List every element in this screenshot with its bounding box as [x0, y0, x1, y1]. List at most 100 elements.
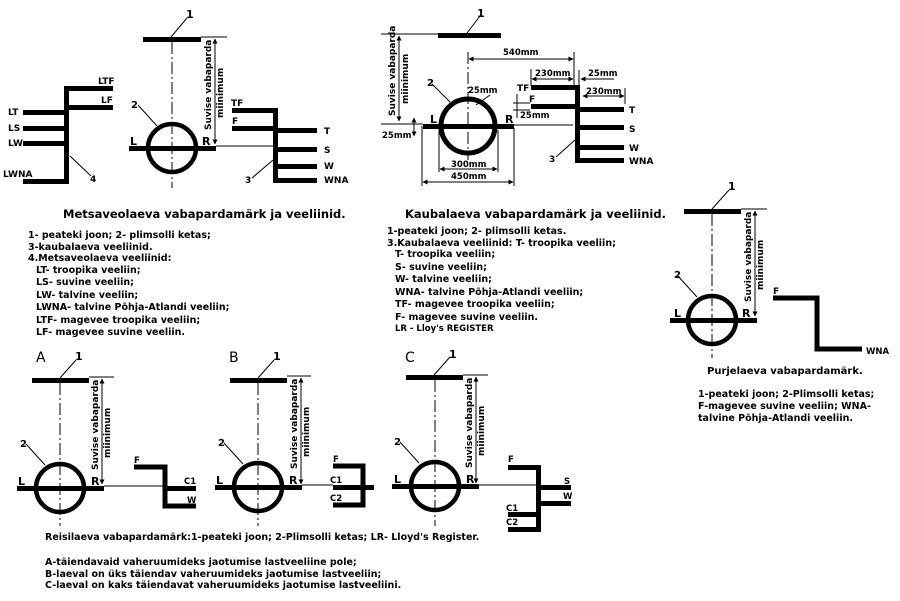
ladder-TF: [232, 108, 278, 113]
label-3: 3: [549, 155, 555, 165]
disc-line: [423, 124, 514, 129]
caption-line: F- magevee suvine veeliin.: [395, 311, 538, 323]
line-C1: [165, 486, 196, 491]
leader-3: [555, 139, 576, 158]
label-LS: LS: [8, 124, 20, 134]
passenger-mark-a: A 1 Suvise vabaparda miinimum 2 L R F C1…: [17, 350, 197, 526]
ladder-T: [273, 128, 317, 133]
dim-300mm: 300mm: [451, 160, 487, 170]
label-TF: TF: [231, 99, 243, 109]
label-2: 2: [674, 270, 681, 281]
freeboard-text-2: miinimum: [103, 408, 113, 458]
leader-1: [257, 359, 275, 379]
ladder-WNA: [273, 178, 317, 183]
label-LF: LF: [101, 96, 113, 106]
label-1: 1: [273, 350, 281, 363]
caption-title-cargo: Kaubalaeva vabapardamärk ja veeliinid.: [405, 207, 666, 221]
label-C1: C1: [330, 476, 342, 486]
freeboard-text-1: Suvise vabaparda: [744, 212, 754, 302]
label-C1: C1: [506, 504, 518, 514]
dim-25mm-left: 25mm: [382, 131, 412, 141]
label-2: 2: [20, 439, 27, 450]
timber-ladder-vertical: [64, 86, 69, 184]
leader-2: [137, 104, 158, 127]
caption-line: LS- suvine veeliin;: [36, 277, 134, 288]
ladder-LS: [23, 126, 69, 131]
label-1: 1: [75, 350, 83, 363]
caption-line: LTF- magevee troopika veeliin;: [36, 314, 201, 326]
label-C1: C1: [184, 477, 196, 487]
ladder-LTF: [64, 86, 113, 91]
label-F: F: [333, 455, 339, 465]
sail-waterline: [773, 295, 862, 352]
letter-L: L: [394, 473, 401, 486]
caption-line: LT- troopika veeliin;: [36, 264, 141, 276]
deck-line: [230, 378, 287, 383]
dim-450mm: 450mm: [451, 172, 487, 182]
leader-1: [433, 356, 451, 376]
letter-L: L: [430, 113, 437, 126]
line-C1: [333, 485, 374, 490]
disc-line: [215, 485, 302, 490]
disc-line: [129, 146, 216, 151]
label-WNA: WNA: [324, 176, 348, 186]
freeboard-text-2: miinimum: [401, 54, 411, 104]
disc-line: [392, 484, 479, 489]
line-C1: [508, 512, 541, 517]
ladder-W: [273, 164, 317, 169]
ladder-LW: [23, 141, 69, 146]
ladder-T: [575, 107, 624, 112]
label-S: S: [564, 477, 570, 487]
letter-L: L: [18, 475, 25, 488]
caption-line: 1-peateki joon; 2- plimsolli ketas.: [387, 226, 567, 237]
letter-L: L: [130, 135, 137, 148]
freeboard-text-2: miinimum: [477, 406, 487, 456]
ladder-F: [232, 126, 278, 131]
caption-title-sailing: Purjelaeva vabapardamärk.: [707, 366, 863, 377]
cargo-ladder-vertical: [273, 108, 278, 183]
passenger-mark-c: C 1 Suvise vabaparda miinimum 2 L R F S …: [392, 348, 573, 532]
label-LWNA: LWNA: [3, 170, 32, 180]
variant-letter: B: [229, 350, 239, 366]
leader-2: [677, 275, 698, 298]
line-S: [536, 485, 571, 490]
leader-1: [466, 15, 481, 34]
dim-25mm-disc-leader: [475, 94, 491, 106]
leader-4: [69, 155, 92, 177]
label-1: 1: [449, 348, 457, 361]
label-1: 1: [728, 180, 736, 193]
dim-25mm-disc: 25mm: [468, 86, 498, 96]
caption-line: 4.Metsaveolaeva veeliinid:: [28, 253, 172, 264]
leader-2: [25, 443, 46, 466]
caption-line: 1-peateki joon; 2-Plimsolli ketas;: [698, 389, 875, 400]
caption-line: 3.Kaubalaeva veeliinid: T- troopika veel…: [387, 237, 616, 249]
dim-540mm: 540mm: [503, 48, 539, 58]
dim-230mm-a: 230mm: [535, 69, 571, 79]
leader-2: [399, 441, 420, 464]
label-C2: C2: [506, 518, 518, 528]
c-ladder-vertical: [536, 465, 541, 532]
ladder-S: [575, 125, 624, 130]
label-S: S: [324, 146, 330, 156]
freeboard-text-1: Suvise vabaparda: [388, 26, 398, 116]
label-LW: LW: [8, 139, 23, 149]
leader-1: [170, 17, 188, 38]
ladder-W: [575, 145, 624, 150]
cargo-ladder-vertical: [575, 85, 580, 163]
caption-line: LWNA- talvine Põhja-Atlandi veeliin;: [36, 302, 230, 313]
deck-line: [406, 375, 463, 380]
caption-line: A-täiendavaid vaheruumideks jaotumise la…: [45, 557, 357, 568]
label-1: 1: [477, 7, 485, 20]
label-F: F: [508, 455, 514, 465]
label-T: T: [629, 106, 636, 116]
leader-2: [223, 442, 244, 465]
line-F: [508, 465, 541, 470]
caption-title-passenger: Reisilaeva vabapardamärk:1-peateki joon;…: [45, 532, 480, 543]
deck-line: [32, 378, 89, 383]
caption-line: S- suvine veeliin;: [395, 261, 487, 273]
deck-line: [438, 33, 501, 38]
caption-line: T- troopika veeliin;: [395, 249, 496, 260]
label-F: F: [232, 117, 238, 127]
letter-R: R: [91, 475, 100, 488]
leader-2: [431, 83, 451, 103]
